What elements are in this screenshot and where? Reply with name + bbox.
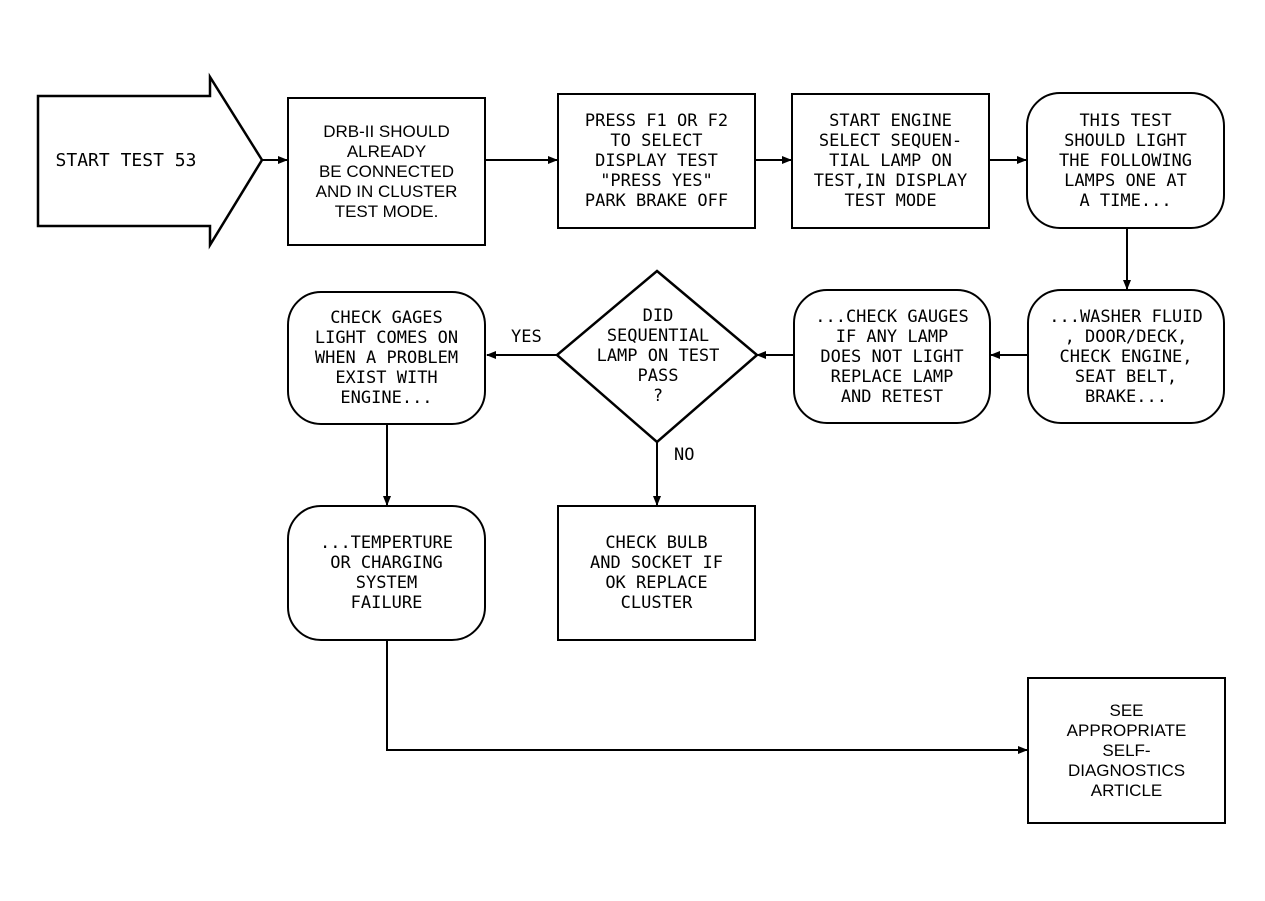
start-engine-box: START ENGINE SELECT SEQUEN- TIAL LAMP ON… [791,93,990,229]
washer-fluid-box: ...WASHER FLUID , DOOR/DECK, CHECK ENGIN… [1027,289,1225,424]
check-gages-box: CHECK GAGES LIGHT COMES ON WHEN A PROBLE… [287,291,486,425]
start-test-label: START TEST 53 [55,149,197,171]
drb-connected-box: DRB-II SHOULD ALREADY BE CONNECTED AND I… [287,97,486,246]
temperature-failure-box: ...TEMPERTURE OR CHARGING SYSTEM FAILURE [287,505,486,641]
press-f1-f2-box: PRESS F1 OR F2 TO SELECT DISPLAY TEST "P… [557,93,756,229]
arrow-temperature-to-see-article [386,641,1028,754]
check-bulb-box: CHECK BULB AND SOCKET IF OK REPLACE CLUS… [557,505,756,641]
start-arrow-shape [36,72,264,250]
decision-question: DID SEQUENTIAL LAMP ON TEST PASS ? [596,306,720,406]
this-test-box: THIS TEST SHOULD LIGHT THE FOLLOWING LAM… [1026,92,1225,229]
yes-label: YES [511,327,542,347]
no-label: NO [674,445,695,465]
check-gauges-box: ...CHECK GAUGES IF ANY LAMP DOES NOT LIG… [793,289,991,424]
see-article-box: SEE APPROPRIATE SELF- DIAGNOSTICS ARTICL… [1027,677,1226,824]
decision-diamond [555,269,759,444]
